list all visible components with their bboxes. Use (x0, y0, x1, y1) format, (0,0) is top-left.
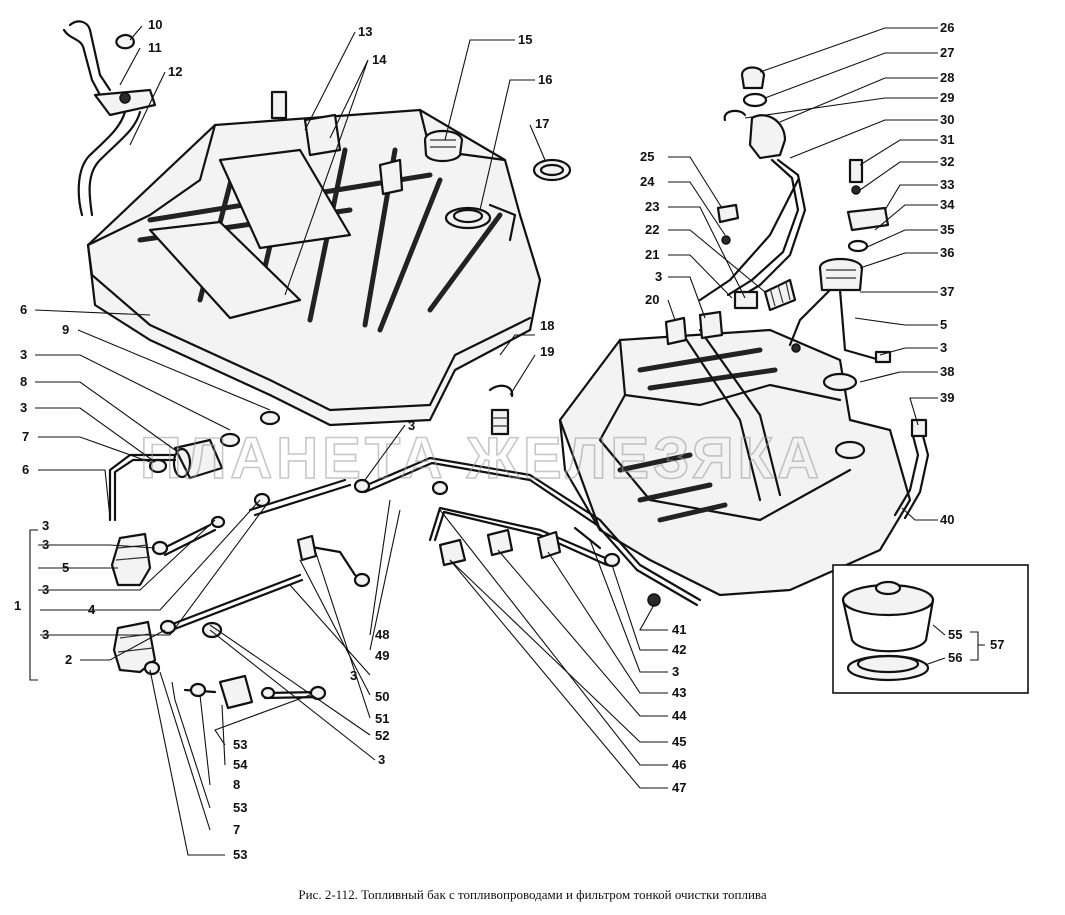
callout-42: 42 (672, 642, 686, 657)
callout-43: 43 (672, 685, 686, 700)
callout-11: 11 (148, 40, 162, 55)
callout-22: 22 (645, 222, 659, 237)
callout-31: 31 (940, 132, 954, 147)
callout-21: 21 (645, 247, 659, 262)
callout-8-b: 8 (233, 777, 240, 792)
callout-48: 48 (375, 627, 389, 642)
callout-2: 2 (65, 652, 72, 667)
callout-3-d: 3 (42, 518, 49, 533)
callout-23: 23 (645, 199, 659, 214)
callout-8-a: 8 (20, 374, 27, 389)
return-hose (893, 418, 930, 520)
watermark: ПЛАНЕТА ЖЕЛЕЗЯКА (140, 426, 823, 491)
right-fuel-tank (558, 328, 912, 597)
filler-neck-group (664, 66, 807, 346)
callout-18: 18 (540, 318, 554, 333)
callout-56: 56 (948, 650, 962, 665)
leader-lines (29, 25, 985, 856)
callout-labels: 10 11 12 13 14 15 16 17 18 19 6 9 3 8 3 … (14, 17, 1004, 862)
callout-5-a: 5 (62, 560, 69, 575)
callout-10: 10 (148, 17, 162, 32)
callout-3-b: 3 (20, 400, 27, 415)
callout-34: 34 (940, 197, 955, 212)
callout-53-b: 53 (233, 800, 247, 815)
callout-3-l: 3 (672, 664, 679, 679)
callout-41: 41 (672, 622, 686, 637)
callout-51: 51 (375, 711, 389, 726)
callout-6-top: 6 (20, 302, 27, 317)
callout-37: 37 (940, 284, 954, 299)
callout-55: 55 (948, 627, 962, 642)
callout-3-k: 3 (655, 269, 662, 284)
callout-17: 17 (535, 116, 549, 131)
figure-caption: Рис. 2-112. Топливный бак с топливопрово… (298, 887, 767, 902)
drain-plug (488, 384, 514, 436)
callout-47: 47 (672, 780, 686, 795)
callout-3-g: 3 (408, 418, 415, 433)
callout-52: 52 (375, 728, 389, 743)
callout-54: 54 (233, 757, 248, 772)
callout-49: 49 (375, 648, 389, 663)
callout-7-a: 7 (22, 429, 29, 444)
callout-29: 29 (940, 90, 954, 105)
callout-6-b: 6 (22, 462, 29, 477)
callout-3-j: 3 (940, 340, 947, 355)
callout-44: 44 (672, 708, 687, 723)
callout-53-a: 53 (233, 737, 247, 752)
callout-3-e: 3 (42, 582, 49, 597)
callout-15: 15 (518, 32, 532, 47)
callout-3-h: 3 (350, 668, 357, 683)
callout-26: 26 (940, 20, 954, 35)
callout-3-c: 3 (42, 537, 49, 552)
callout-33: 33 (940, 177, 954, 192)
tank-cap-and-gasket (423, 129, 572, 182)
callout-1: 1 (14, 598, 21, 613)
callout-28: 28 (940, 70, 954, 85)
callout-27: 27 (940, 45, 954, 60)
callout-9: 9 (62, 322, 69, 337)
callout-12: 12 (168, 64, 182, 79)
callout-39: 39 (940, 390, 954, 405)
callout-50: 50 (375, 689, 389, 704)
callout-4: 4 (88, 602, 96, 617)
callout-3-f: 3 (42, 627, 49, 642)
callout-16: 16 (538, 72, 552, 87)
callout-30: 30 (940, 112, 954, 127)
callout-57: 57 (990, 637, 1004, 652)
callout-25: 25 (640, 149, 654, 164)
callout-14: 14 (372, 52, 387, 67)
callout-40: 40 (940, 512, 954, 527)
callout-19: 19 (540, 344, 554, 359)
callout-3-a: 3 (20, 347, 27, 362)
callout-5-b: 5 (940, 317, 947, 332)
callout-35: 35 (940, 222, 954, 237)
callout-38: 38 (940, 364, 954, 379)
callout-53-c: 53 (233, 847, 247, 862)
inset-cap-detail (832, 564, 1029, 694)
callout-20: 20 (645, 292, 659, 307)
left-fuel-tank (86, 90, 542, 427)
callout-3-i: 3 (378, 752, 385, 767)
callout-36: 36 (940, 245, 954, 260)
filler-hose-group (62, 20, 157, 217)
callout-32: 32 (940, 154, 954, 169)
callout-13: 13 (358, 24, 372, 39)
callout-24: 24 (640, 174, 655, 189)
callout-46: 46 (672, 757, 686, 772)
fuel-sender-unit (788, 158, 892, 364)
callout-7-b: 7 (233, 822, 240, 837)
callout-45: 45 (672, 734, 686, 749)
